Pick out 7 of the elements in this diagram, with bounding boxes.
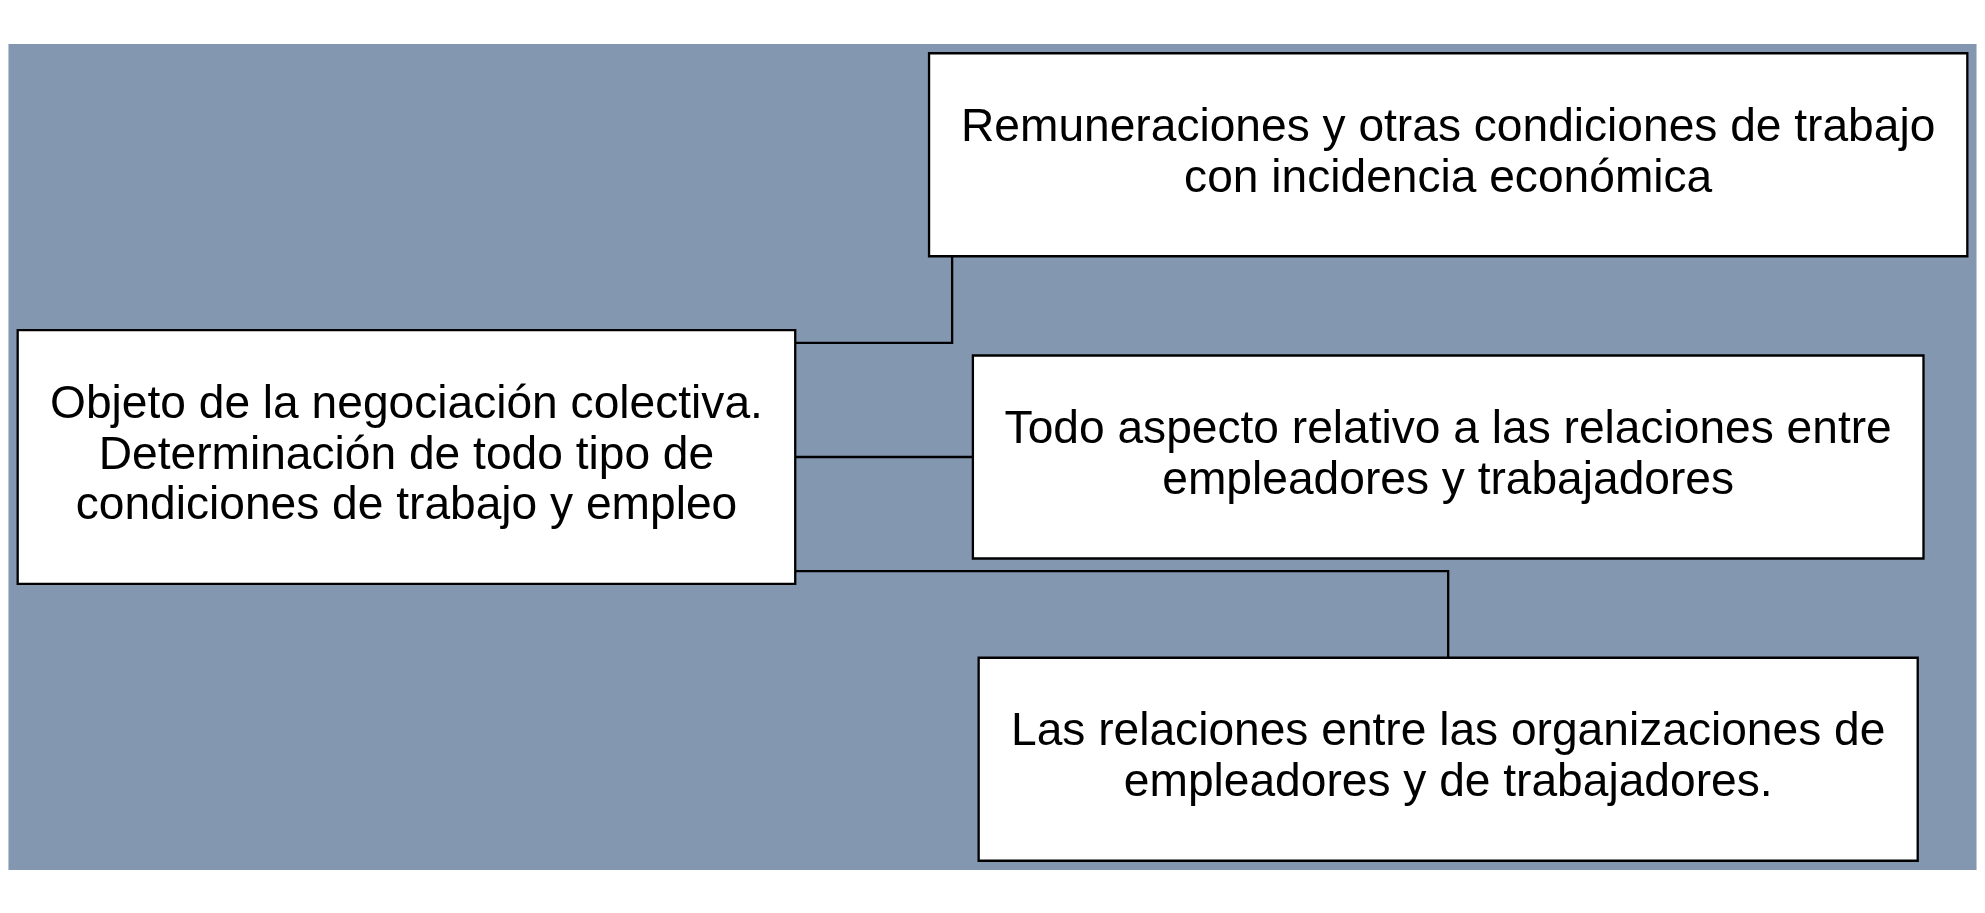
node-box: Objeto de la negociación colectiva. Determinación de todo tipo de condiciones de trabajo y empleo <box>16 328 797 585</box>
connector <box>795 256 954 344</box>
node-box: Las relaciones entre las organizaciones de empleadores y de trabajadores. <box>977 656 1919 862</box>
connector <box>795 455 973 458</box>
node-box: Remuneraciones y otras condiciones de trabajo con incidencia económica <box>927 51 1969 257</box>
node-box: Todo aspecto relativo a las relaciones entre empleadores y trabajadores <box>971 353 1925 560</box>
connector <box>795 569 1450 657</box>
